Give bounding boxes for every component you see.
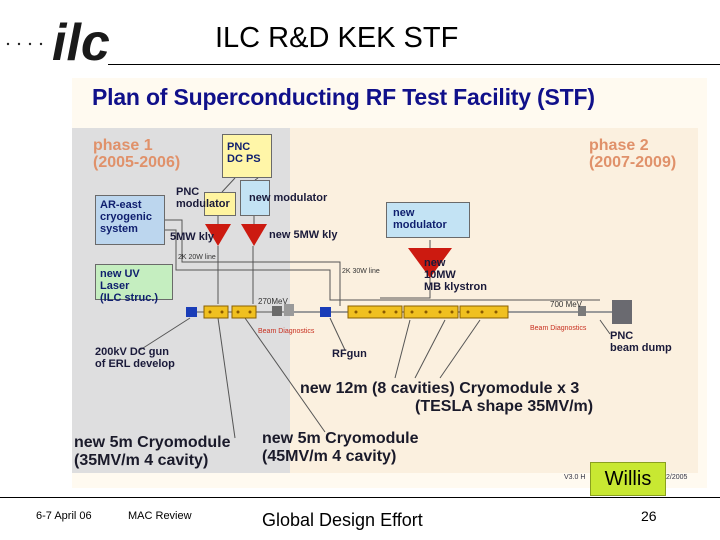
- new-modulator-label: new modulator: [249, 192, 328, 204]
- new-klystron-5mw-label: new 5MW kly: [269, 229, 338, 241]
- cryomodule-5m-a-label: new 5m Cryomodule (35MV/m 4 cavity): [74, 434, 230, 470]
- rf-gun-icon: [320, 307, 331, 317]
- cryogenic-line-2k20w: [165, 219, 300, 263]
- beam-dump-icon: [612, 300, 632, 324]
- uv-laser-line1: new UV Laser: [100, 268, 140, 292]
- cryo-12m-line1: new 12m (8 cavities) Cryomodule x 3: [300, 380, 580, 397]
- footer-date: 6-7 April 06: [36, 510, 92, 522]
- line-2k30w-label: 2K 30W line: [342, 268, 380, 275]
- waveguide-line: [380, 276, 431, 299]
- cryo-12m-line2: (TESLA shape 35MV/m): [415, 398, 594, 415]
- phase1-years: (2005-2006): [93, 154, 181, 171]
- dc-gun-line2: of ERL develop: [95, 358, 175, 370]
- phase1-label: phase 1 (2005-2006): [93, 137, 180, 171]
- cryomodule-5m-b-label: new 5m Cryomodule (45MV/m 4 cavity): [262, 430, 418, 466]
- cryo-5m-a-line1: new 5m Cryomodule: [74, 434, 231, 451]
- beam-diagnostics-1-icon: [272, 306, 282, 316]
- uv-laser-line2: (ILC struc.): [100, 292, 159, 304]
- cryomodule-12m-2: [403, 305, 459, 319]
- phase2-modulator-line2: modulator: [393, 219, 447, 231]
- pnc-modulator-line1: PNC: [176, 186, 200, 198]
- beam-diagnostics-1-icon: [284, 304, 294, 316]
- leader-rf-gun: [329, 317, 346, 351]
- pnc-modulator-box: [204, 192, 236, 216]
- cryo-5m-b-line2: (45MV/m 4 cavity): [262, 448, 397, 465]
- leader-cryo-12m: [414, 319, 446, 379]
- cryo-5m-a-line2: (35MV/m 4 cavity): [74, 452, 209, 469]
- cryogenic-line: [300, 261, 341, 306]
- page-number: 26: [641, 508, 657, 524]
- pnc-beam-dump-label: PNC beam dump: [610, 330, 672, 354]
- phase2-modulator-line1: new: [393, 207, 415, 219]
- phase2-years: (2007-2009): [589, 154, 677, 171]
- footer-event: MAC Review: [128, 510, 192, 522]
- diagram-title: Plan of Superconducting RF Test Facility…: [92, 84, 595, 110]
- leader-cryo-5m-a: [217, 317, 236, 439]
- cryogenic-line-2k30w: [292, 269, 600, 301]
- klystron-5mw-icon: [205, 224, 231, 246]
- version-date: 2/2005: [666, 474, 688, 481]
- dc-gun-line1: 200kV DC gun: [95, 346, 169, 358]
- pnc-modulator-label: PNC modulator: [176, 186, 230, 210]
- slide-title: ILC R&D KEK STF: [215, 22, 459, 54]
- cryomodule-12m-1: [347, 305, 403, 319]
- beam-diagnostics-2-label: Beam Diagnostics: [530, 325, 587, 332]
- ar-east-line2: cryogenic: [100, 211, 152, 223]
- klystron-5mw-label: 5MW kly: [170, 231, 215, 243]
- beam-diagnostics-2-icon: [578, 306, 586, 316]
- cryo-5m-b-line1: new 5m Cryomodule: [262, 430, 419, 447]
- connector-line: [254, 177, 259, 181]
- leader-beam-dump: [599, 319, 611, 335]
- dc-gun-label: 200kV DC gun of ERL develop: [95, 346, 175, 370]
- klystron-10mw-line2: 10MW: [424, 269, 456, 281]
- beam-diagnostics-1-label: Beam Diagnostics: [258, 328, 315, 335]
- klystron-new-5mw-icon: [241, 224, 267, 246]
- cryomodule-12m-3: [459, 305, 509, 319]
- pnc-dcps-box: PNC DC PS: [222, 134, 272, 178]
- klystron-10mw-line3: MB klystron: [424, 281, 487, 293]
- new-modulator-box: [240, 180, 270, 216]
- connector-line: [221, 177, 236, 193]
- energy-700mev-label: 700 MeV: [550, 300, 583, 309]
- pnc-dump-line2: beam dump: [610, 342, 672, 354]
- pnc-dcps-line1: PNC: [227, 141, 251, 153]
- phase1-name: phase 1: [93, 137, 153, 154]
- ilc-logo: ilc: [6, 14, 110, 70]
- pnc-modulator-line2: modulator: [176, 198, 230, 210]
- ar-east-cryogenic-box: AR-east cryogenic system: [95, 195, 165, 245]
- ar-east-line3: system: [100, 223, 138, 235]
- logo-text: ilc: [52, 14, 110, 70]
- rf-gun-label: RFgun: [332, 348, 367, 360]
- klystron-10mw-icon: [408, 248, 452, 278]
- phase2-name: phase 2: [589, 137, 649, 154]
- version-label: V3.0 H: [564, 474, 586, 481]
- line-2k20w-label: 2K 20W line: [178, 254, 216, 261]
- cryomodule-12m-label: new 12m (8 cavities) Cryomodule x 3 (TES…: [300, 380, 593, 416]
- energy-270mev-label: 270MeV: [258, 297, 288, 306]
- klystron-10mw-line1: new: [424, 257, 446, 269]
- pnc-dump-line1: PNC: [610, 330, 634, 342]
- cryomodule-5m-b: [231, 305, 257, 319]
- footer-organization: Global Design Effort: [262, 510, 423, 530]
- cryogenic-line: [165, 229, 292, 271]
- phase2-modulator-box: new modulator: [386, 202, 470, 238]
- pnc-dcps-line2: DC PS: [227, 153, 261, 165]
- ar-east-line1: AR-east: [100, 199, 142, 211]
- dc-gun-icon: [186, 307, 197, 317]
- leader-cryo-12m: [394, 319, 411, 379]
- klystron-10mw-label: new 10MW MB klystron: [424, 257, 487, 293]
- title-divider: [108, 64, 720, 65]
- leader-dc-gun: [139, 317, 191, 351]
- leader-cryo-12m: [439, 319, 481, 379]
- footer-divider: [0, 497, 720, 498]
- author-badge: Willis: [590, 462, 666, 496]
- phase2-label: phase 2 (2007-2009): [589, 137, 676, 171]
- cryomodule-5m-a: [203, 305, 229, 319]
- uv-laser-box: new UV Laser (ILC struc.): [95, 264, 173, 304]
- leader-cryo-5m-b: [244, 317, 326, 433]
